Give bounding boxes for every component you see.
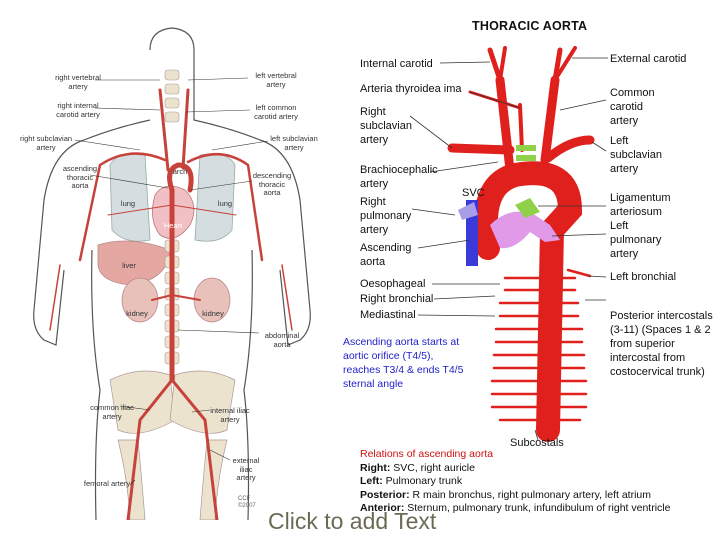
label-left-vertebral: left vertebral artery — [255, 71, 297, 89]
leader-lines — [74, 77, 269, 486]
click-to-add-text-placeholder[interactable]: Click to add Text — [268, 508, 437, 534]
label-ascending-aorta: Ascending aorta — [360, 242, 412, 268]
label-heart: Heart — [163, 221, 183, 230]
relation-left: Left: Pulmonary trunk — [360, 475, 463, 487]
label-brachiocephalic: Brachiocephalic artery — [360, 164, 438, 190]
ligamentum-arteriosum — [515, 198, 540, 218]
aortic-arch — [473, 161, 583, 442]
label-right-subclavian: Right subclavian artery — [360, 106, 412, 146]
label-mediastinal: Mediastinal — [360, 309, 416, 321]
label-thyroidea-ima: Arteria thyroidea ima — [360, 83, 462, 95]
label-left-common-carotid: left common carotid artery — [254, 103, 298, 121]
label-subcostals: Subcostals — [510, 437, 564, 449]
label-external-carotid: External carotid — [610, 53, 687, 65]
label-oesophageal: Oesophageal — [360, 278, 426, 290]
label-internal-carotid: Internal carotid — [360, 58, 433, 70]
intercostal-branches — [490, 268, 592, 422]
leader-lines-right — [409, 57, 608, 441]
svc-top — [458, 202, 478, 220]
label-left-subclavian: left subclavian artery — [270, 134, 318, 152]
label-liver: liver — [122, 261, 136, 270]
label-right-subclavian: right subclavian artery — [19, 134, 73, 152]
label-right-vertebral: right vertebral artery — [55, 73, 101, 91]
label-svc: SVC — [462, 187, 485, 199]
label-ascending-thoracic: ascending thoracic aorta — [62, 164, 98, 190]
body-outline — [33, 27, 311, 520]
relations-heading: Relations of ascending aorta — [360, 448, 494, 460]
label-ligamentum: Ligamentum arteriosum — [610, 192, 671, 218]
label-left-bronchial: Left bronchial — [610, 271, 677, 283]
label-right-internal-carotid: right internal carotid artery — [56, 101, 100, 119]
body-arteries-diagram — [33, 27, 311, 520]
relation-anterior: Anterior: Sternum, pulmonary trunk, infu… — [360, 502, 671, 514]
label-posterior-intercostals: Posterior intercostals (3-11) (Spaces 1 … — [610, 310, 713, 378]
label-lung-left: lung — [217, 199, 233, 208]
label-right-bronchial: Right bronchial — [360, 293, 434, 305]
neck-arteries — [447, 46, 595, 175]
label-lung-right: lung — [120, 199, 136, 208]
label-kidney-left: kidney — [202, 309, 224, 318]
label-left-subclavian: Left subclavian artery — [610, 135, 662, 175]
credit-text: CCF ©2007 — [238, 496, 256, 509]
label-descending-thoracic: descending thoracic aorta — [252, 171, 292, 197]
relation-posterior: Posterior: R main bronchus, right pulmon… — [360, 488, 651, 501]
label-common-carotid: Common carotid artery — [610, 87, 655, 127]
thoracic-aorta-diagram — [409, 46, 608, 442]
relations-box: Relations of ascending aorta Right: SVC,… — [360, 448, 720, 516]
label-right-pulmonary: Right pulmonary artery — [360, 196, 412, 236]
label-arch: arch — [172, 167, 188, 176]
thyroid-bands — [516, 145, 536, 161]
label-left-pulmonary: Left pulmonary artery — [610, 220, 662, 260]
arteries — [49, 88, 293, 520]
thoracic-aorta-title: THORACIC AORTA — [472, 19, 588, 33]
pelvis — [109, 370, 236, 520]
label-internal-iliac: internal iliac artery — [210, 406, 250, 424]
label-kidney-right: kidney — [126, 309, 148, 318]
label-abdominal-aorta: abdominal aorta — [264, 331, 300, 349]
relation-right: Right: SVC, right auricle — [360, 461, 475, 474]
label-external-iliac: external iliac artery — [232, 456, 260, 482]
liver — [97, 240, 171, 286]
label-femoral: femoral artery — [83, 479, 131, 488]
ascending-aorta-note: Ascending aorta starts at aortic orifice… — [343, 336, 464, 390]
lungs — [109, 153, 236, 242]
pulmonary-trunk — [490, 211, 560, 249]
kidney-right-shape — [193, 277, 231, 323]
kidney-left-shape — [121, 277, 159, 323]
label-common-iliac: common iliac artery — [90, 403, 134, 421]
